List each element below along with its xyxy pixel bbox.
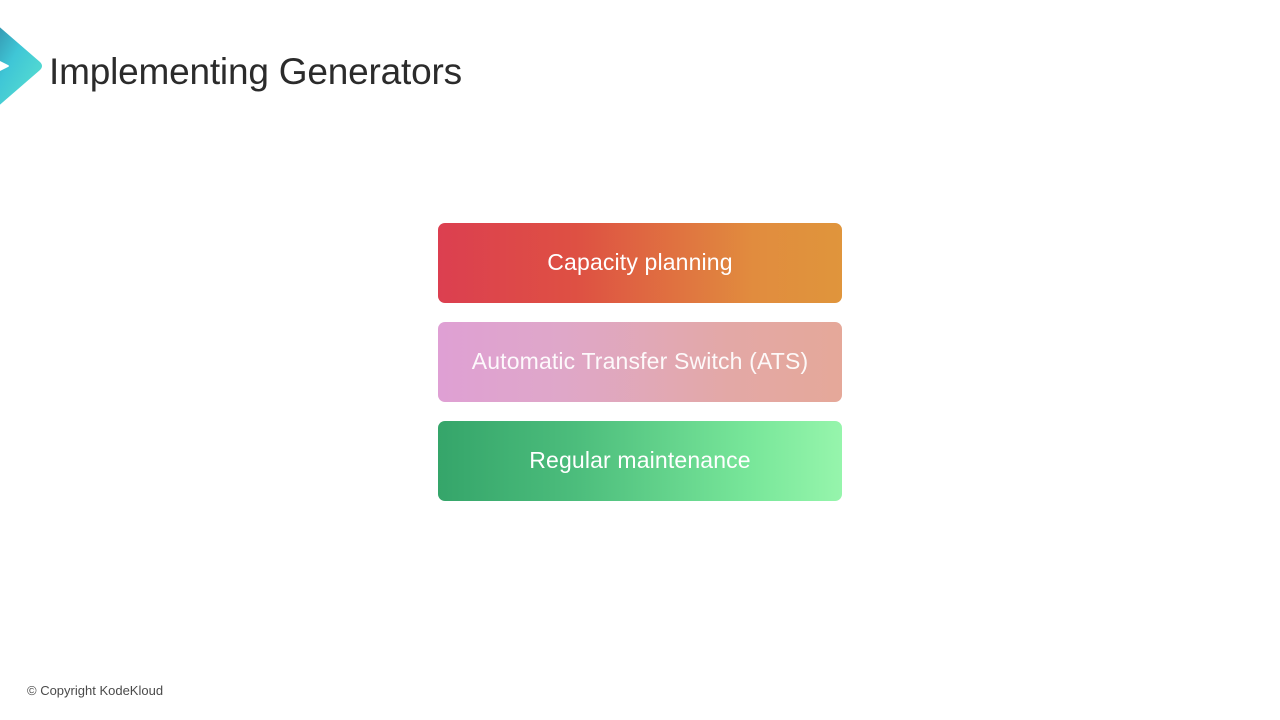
topic-bar-capacity-planning[interactable]: Capacity planning (438, 223, 842, 303)
footer-copyright: © Copyright KodeKloud (27, 683, 164, 698)
topic-bar-list: Capacity planning Automatic Transfer Swi… (438, 223, 842, 501)
topic-bar-label: Regular maintenance (529, 447, 751, 474)
page-title: Implementing Generators (49, 51, 462, 92)
slide-header: Implementing Generators (0, 0, 1280, 130)
topic-bar-regular-maintenance[interactable]: Regular maintenance (438, 421, 842, 501)
topic-bar-automatic-transfer-switch[interactable]: Automatic Transfer Switch (ATS) (438, 322, 842, 402)
topic-bar-label: Capacity planning (547, 249, 733, 276)
topic-bar-label: Automatic Transfer Switch (ATS) (471, 348, 809, 375)
chevron-right-logo-icon (0, 16, 44, 116)
